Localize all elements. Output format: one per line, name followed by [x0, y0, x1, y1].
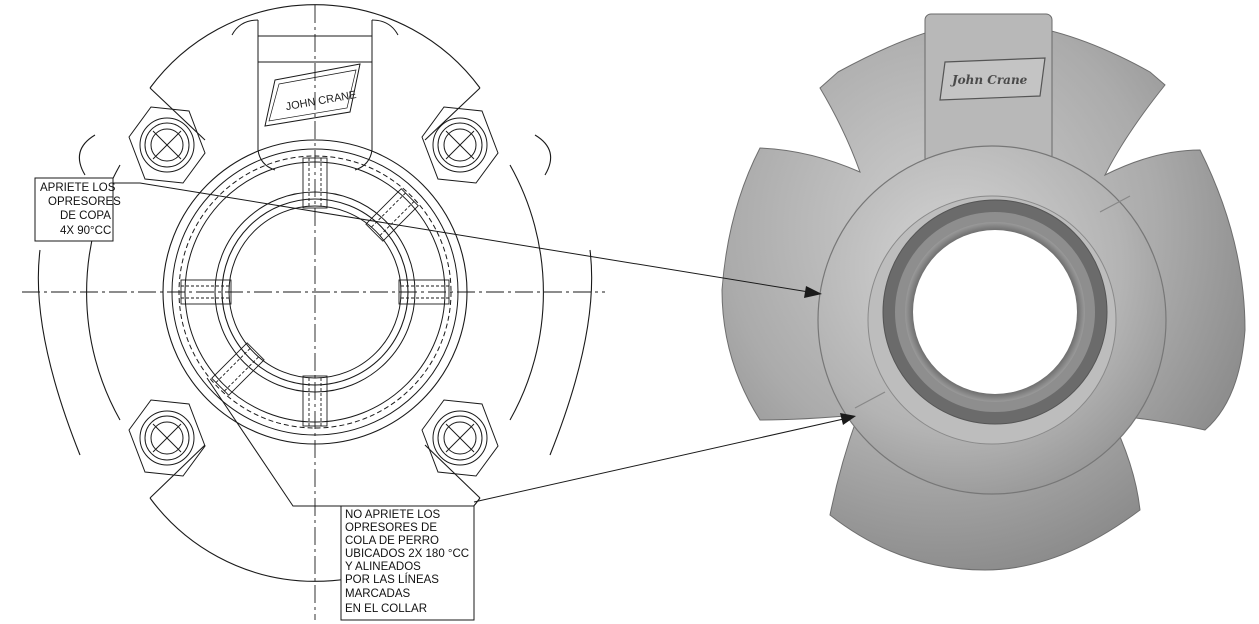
- technical-drawing: JOHN CRANE: [22, 4, 605, 620]
- alignment-mark: [854, 391, 886, 409]
- bore-through: [913, 230, 1077, 394]
- callout-do-not-tighten-line: MARCADAS: [345, 588, 411, 600]
- seal-photo: John Crane: [721, 13, 1246, 571]
- drawing-logo-text: JOHN CRANE: [285, 89, 358, 113]
- callout-leader-photo: [473, 417, 849, 503]
- callout-tighten-line: DE COPA: [60, 210, 111, 222]
- callout-do-not-tighten-line: UBICADOS 2X 180 °CC: [345, 548, 469, 560]
- callout-do-not-tighten: NO APRIETE LOS OPRESORES DE COLA DE PERR…: [206, 377, 856, 621]
- callout-tighten-line: 4X 90°CC: [60, 225, 111, 237]
- gland-outline: [37, 4, 593, 582]
- callout-leader-drawing: [206, 377, 341, 507]
- callout-do-not-tighten-line: POR LAS LÍNEAS: [345, 573, 439, 586]
- callout-tighten-leader: [113, 182, 816, 294]
- set-screw: [398, 279, 450, 305]
- set-screw: [211, 342, 265, 396]
- callout-tighten-line: OPRESORES: [48, 196, 121, 208]
- arrowhead: [840, 413, 856, 425]
- set-screws: [180, 157, 450, 427]
- set-screw: [302, 375, 328, 427]
- set-screw: [302, 157, 328, 209]
- hex-nut: [421, 399, 499, 477]
- hex-nut: [128, 399, 206, 477]
- hex-nut: [128, 106, 206, 184]
- alignment-mark: [1099, 195, 1131, 213]
- collar-rings: [162, 139, 468, 445]
- callout-do-not-tighten-line: EN EL COLLAR: [345, 603, 427, 615]
- callout-do-not-tighten-line: OPRESORES DE: [345, 522, 437, 534]
- set-screw: [180, 279, 232, 305]
- centerlines: [22, 5, 605, 620]
- callout-do-not-tighten-line: NO APRIETE LOS: [345, 509, 441, 521]
- callout-tighten: APRIETE LOS OPRESORES DE COPA 4X 90°CC: [34, 177, 822, 298]
- arrowhead: [804, 286, 822, 298]
- callout-do-not-tighten-line: COLA DE PERRO: [345, 535, 439, 547]
- hex-nut: [421, 106, 499, 184]
- photo-logo-plate: [939, 57, 1046, 101]
- photo-logo-text: John Crane: [950, 73, 1028, 87]
- callout-tighten-box: [34, 177, 114, 242]
- callout-do-not-tighten-box: [340, 505, 475, 621]
- callout-tighten-line: APRIETE LOS: [40, 182, 116, 194]
- set-screw: [365, 188, 419, 242]
- callout-do-not-tighten-line: Y ALINEADOS: [345, 561, 421, 573]
